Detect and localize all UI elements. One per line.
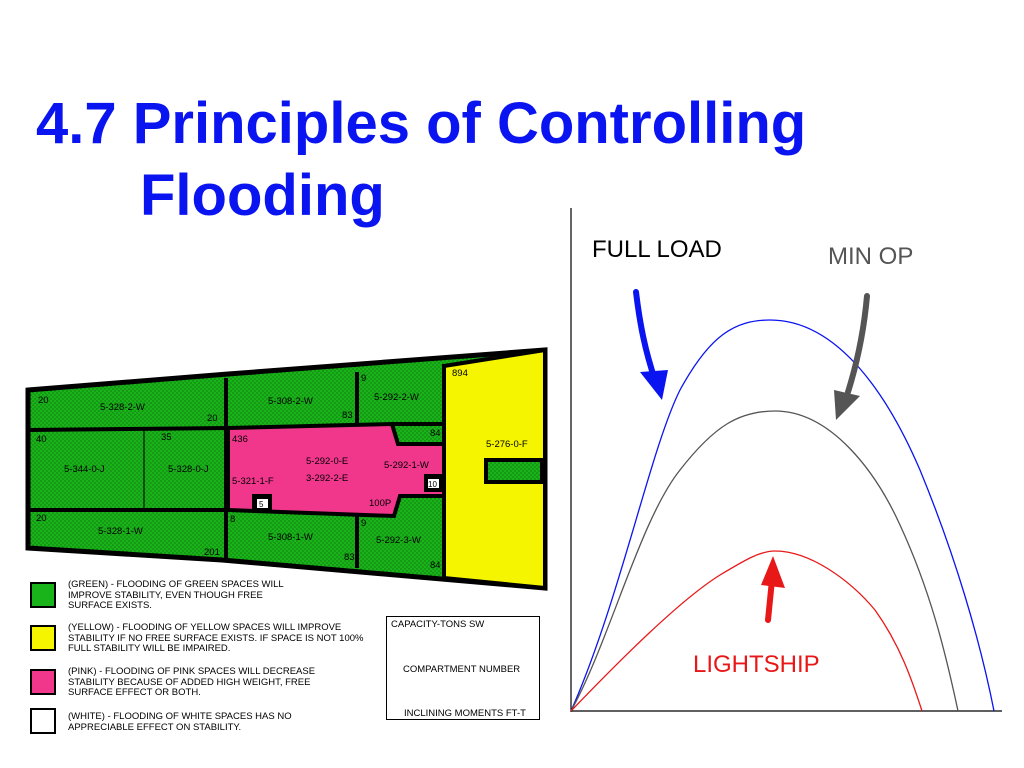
lightship-arrow: [765, 577, 775, 623]
label-5-321-1-f: 5-321-1-F: [232, 476, 274, 487]
min-op-arrowhead: [834, 390, 860, 420]
label-5-328-0-j: 5-328-0-J: [168, 464, 209, 475]
key-box: CAPACITY-TONS SW COMPARTMENT NUMBER INCL…: [386, 616, 540, 720]
num-8: 8: [230, 514, 235, 525]
slide-title: 4.7 Principles of Controlling Flooding: [36, 88, 806, 232]
full-load-label: FULL LOAD: [592, 236, 722, 263]
white-swatch: [30, 708, 56, 734]
title-line-1: 4.7 Principles of Controlling: [36, 91, 807, 156]
num-35: 35: [161, 432, 172, 443]
lightship-curve: [570, 550, 923, 712]
title-line-2: Flooding: [140, 163, 385, 228]
num-201: 201: [204, 547, 220, 558]
tag-10-inner: [428, 479, 439, 488]
num-20-a: 20: [38, 395, 49, 406]
legend-green-text: (GREEN) - FLOODING OF GREEN SPACES WILL …: [68, 579, 284, 611]
label-5-328-1-w: 5-328-1-W: [98, 526, 143, 537]
lightship-arrowhead: [761, 556, 785, 588]
num-83-a: 83: [342, 410, 353, 421]
num-9-b: 9: [361, 518, 366, 529]
key-moments: INCLINING MOMENTS FT-T: [404, 708, 526, 719]
num-20-c: 20: [36, 513, 47, 524]
label-5-292-3-w: 5-292-3-W: [376, 535, 421, 546]
legend-yellow-text: (YELLOW) - FLOODING OF YELLOW SPACES WIL…: [68, 622, 364, 654]
label-5-292-2-w: 5-292-2-W: [374, 392, 419, 403]
green-swatch: [30, 582, 56, 608]
label-5-292-0-e: 5-292-0-E: [306, 456, 348, 467]
label-5-308-1-w: 5-308-1-W: [268, 532, 313, 543]
legend-white-text: (WHITE) - FLOODING OF WHITE SPACES HAS N…: [68, 711, 292, 733]
num-84-b: 84: [430, 560, 441, 571]
num-10: 10: [428, 480, 437, 489]
full-load-arrow: [633, 289, 658, 383]
min-op-label: MIN OP: [828, 243, 914, 270]
num-40: 40: [36, 434, 47, 445]
legend-pink-text: (PINK) - FLOODING OF PINK SPACES WILL DE…: [68, 666, 316, 698]
num-9-a: 9: [361, 373, 366, 384]
num-20-b: 20: [207, 413, 218, 424]
min-op-curve: [570, 410, 959, 712]
full-load-curve: [570, 319, 995, 712]
min-op-arrow: [845, 293, 870, 395]
num-84-a: 84: [430, 428, 441, 439]
num-894: 894: [452, 368, 468, 379]
num-83-b: 83: [344, 552, 355, 563]
full-load-arrowhead: [640, 370, 668, 400]
small-green-compartment: [484, 458, 544, 484]
num-100p: 100P: [369, 498, 391, 509]
label-5-308-2-w: 5-308-2-W: [268, 396, 313, 407]
key-capacity: CAPACITY-TONS SW: [391, 619, 485, 630]
label-5-344-0-j: 5-344-0-J: [64, 464, 105, 475]
yellow-swatch: [30, 625, 56, 651]
label-5-328-2-w: 5-328-2-W: [100, 402, 145, 413]
compartment-walls: [27, 364, 446, 580]
num-5: 5: [259, 500, 264, 509]
label-5-292-1-w: 5-292-1-W: [384, 460, 429, 471]
label-5-276-0-f: 5-276-0-F: [486, 439, 528, 450]
label-3-292-2-e: 3-292-2-E: [306, 473, 348, 484]
pink-swatch: [30, 669, 56, 695]
num-436: 436: [232, 434, 248, 445]
key-compartment: COMPARTMENT NUMBER: [403, 664, 521, 675]
tag-5-inner: [257, 499, 268, 508]
lightship-label: LIGHTSHIP: [693, 651, 820, 678]
